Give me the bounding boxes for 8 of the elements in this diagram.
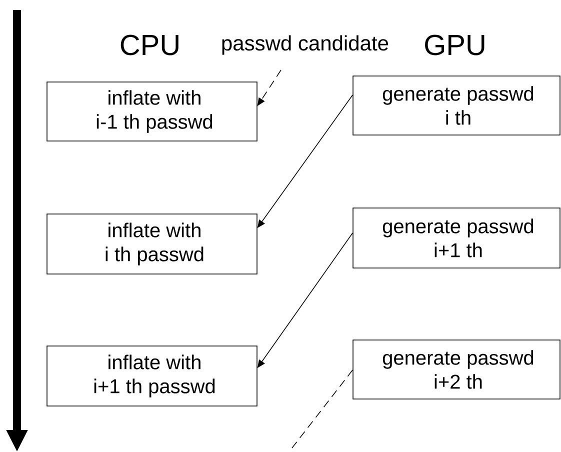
process-box: inflate with i th passwd: [46, 214, 258, 274]
process-box: generate passwd i+2 th: [352, 340, 560, 400]
process-box: inflate with i+1 th passwd: [46, 346, 258, 406]
process-box: generate passwd i th: [352, 76, 560, 136]
annotation-label: passwd candidate: [222, 35, 388, 55]
column-heading: CPU: [120, 34, 178, 56]
process-box: generate passwd i+1 th: [352, 208, 560, 268]
process-box: inflate with i-1 th passwd: [46, 82, 258, 142]
